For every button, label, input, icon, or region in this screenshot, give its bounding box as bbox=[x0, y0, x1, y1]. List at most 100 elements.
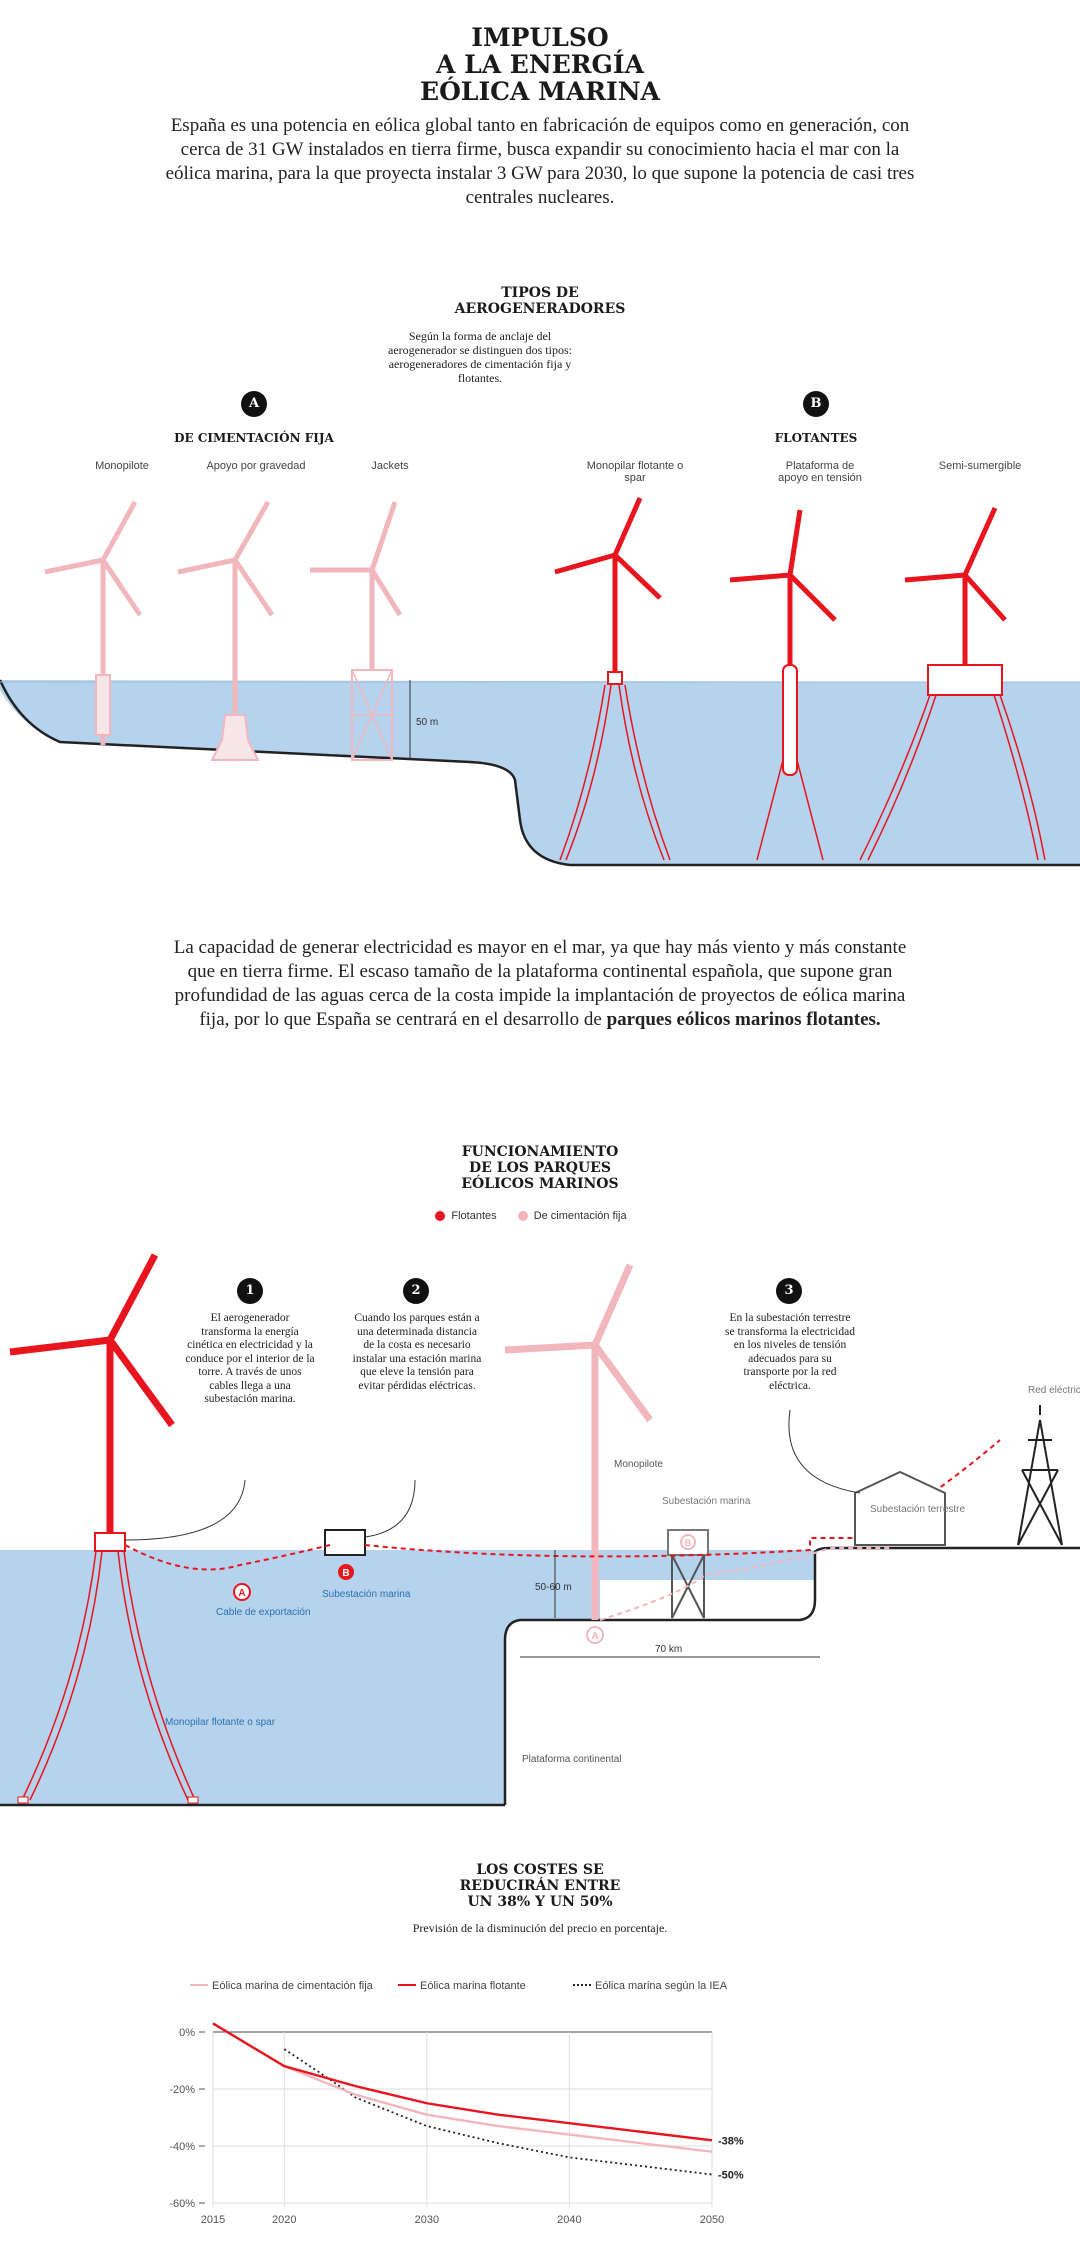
title-line: DE LOS PARQUES bbox=[469, 1160, 611, 1176]
marine-substation-floating bbox=[324, 1529, 366, 1556]
title-line: LOS COSTES SE bbox=[476, 1862, 604, 1878]
blade bbox=[554, 552, 616, 575]
y-tick-label: -60% bbox=[169, 2198, 195, 2210]
blade bbox=[44, 557, 104, 575]
blade bbox=[591, 1263, 634, 1347]
legend-label-2: Eólica marina según la IEA bbox=[595, 1980, 728, 1992]
blade bbox=[106, 1253, 159, 1342]
blade bbox=[369, 568, 403, 617]
export-cable-floating bbox=[124, 1544, 331, 1571]
costs-title: LOS COSTES SE REDUCIRÁN ENTRE UN 38% Y U… bbox=[0, 1862, 1080, 1910]
blade bbox=[107, 1337, 175, 1428]
blade bbox=[787, 509, 803, 576]
mooring-lines bbox=[21, 1550, 196, 1801]
spar-float bbox=[607, 671, 623, 685]
callout-line-2 bbox=[364, 1479, 416, 1538]
badge-b: B bbox=[803, 391, 829, 417]
marker-b-fixed-text: B bbox=[685, 1538, 692, 1548]
cable-label-text: Cable de exportación bbox=[216, 1607, 311, 1618]
title-line: TIPOS DE bbox=[501, 285, 579, 301]
blade bbox=[612, 496, 643, 557]
group-a-label: DE CIMENTACIÓN FIJA bbox=[174, 431, 334, 445]
marker-b-floating bbox=[338, 1564, 354, 1580]
middle-text-bold: parques eólicos marinos flotantes. bbox=[606, 1009, 881, 1030]
legend-fixed-label: De cimentación fija bbox=[533, 1210, 627, 1222]
legend-label-1: Eólica marina flotante bbox=[420, 1980, 526, 1992]
floating-turbines bbox=[554, 496, 1007, 675]
step-3-badge: 3 bbox=[776, 1278, 802, 1304]
blade bbox=[592, 1342, 653, 1423]
blade bbox=[613, 553, 662, 600]
callout-line-3 bbox=[788, 1409, 861, 1494]
coastline bbox=[503, 1546, 1080, 1805]
legend-floating: Flotantes bbox=[435, 1210, 497, 1222]
title-line: IMPULSO bbox=[471, 23, 609, 52]
marker-a-fixed-text: A bbox=[591, 1631, 598, 1642]
anchor bbox=[187, 1796, 199, 1804]
intro-text: España es una potencia en eólica global … bbox=[165, 115, 915, 208]
blade bbox=[962, 506, 998, 577]
transmission-cable bbox=[364, 1439, 1001, 1558]
x-tick-label: 2040 bbox=[557, 2214, 581, 2226]
turbine-types-diagram: 50 m bbox=[0, 496, 1080, 867]
cost-chart: Eólica marina de cimentación fija Eólica … bbox=[169, 1980, 744, 2226]
anchor bbox=[17, 1796, 29, 1804]
deep-sea bbox=[0, 1550, 600, 1805]
type-label-monopilote: Monopilote bbox=[95, 460, 149, 472]
type-label-spar: Monopilar flotante o spar bbox=[586, 460, 684, 484]
callout-line-1 bbox=[124, 1479, 246, 1541]
costs-subtitle: Previsión de la disminución del precio e… bbox=[412, 1921, 668, 1935]
legend-floating-label: Flotantes bbox=[451, 1210, 497, 1222]
step-1-badge: 1 bbox=[237, 1278, 263, 1304]
blade bbox=[504, 1341, 596, 1354]
title-line: EÓLICA MARINA bbox=[420, 77, 660, 106]
substation-jacket bbox=[671, 1554, 705, 1619]
group-b-label: FLOTANTES bbox=[774, 431, 858, 445]
x-tick-label: 2030 bbox=[415, 2214, 439, 2226]
blade bbox=[9, 1336, 111, 1356]
series-line-1 bbox=[212, 2022, 713, 2142]
substation-marine-label-fixed: Subestación marina bbox=[662, 1496, 751, 1507]
shelf-label: Plataforma continental bbox=[522, 1754, 622, 1765]
marker-a-floating bbox=[233, 1583, 251, 1601]
end-label: -38% bbox=[718, 2135, 744, 2147]
blade bbox=[232, 558, 275, 617]
seabed-line bbox=[0, 679, 1080, 867]
end-label: -50% bbox=[718, 2170, 744, 2182]
y-tick-label: 0% bbox=[179, 2027, 195, 2039]
step-3-text: En la subestación terrestre se transform… bbox=[725, 1312, 855, 1392]
grid-label: Red eléctrica bbox=[1028, 1385, 1080, 1396]
step-2-badge: 2 bbox=[403, 1278, 429, 1304]
middle-text-regular: La capacidad de generar electricidad es … bbox=[173, 937, 907, 1030]
title-line: AEROGENERADORES bbox=[454, 301, 626, 317]
marker-a-fixed bbox=[586, 1626, 604, 1644]
marker-b-text: B bbox=[342, 1568, 349, 1579]
mooring-lines bbox=[559, 684, 1046, 861]
tlp-float bbox=[782, 664, 798, 776]
x-tick-label: 2015 bbox=[201, 2214, 225, 2226]
types-description: Según la forma de anclaje del aerogenera… bbox=[388, 329, 572, 385]
series-line-0 bbox=[212, 2022, 713, 2153]
distance-label: 70 km bbox=[655, 1644, 682, 1655]
cable-label: Cable de exportación bbox=[216, 1607, 311, 1618]
badge-a: A bbox=[241, 391, 267, 417]
depth-label: 50-60 m bbox=[535, 1582, 572, 1593]
type-label-jackets: Jackets bbox=[371, 460, 409, 472]
middle-text: La capacidad de generar electricidad es … bbox=[170, 936, 910, 1032]
operation-diagram: A B A B C C Cable de exportación Subesta… bbox=[0, 1253, 1080, 1807]
export-cable-fixed bbox=[599, 1547, 890, 1621]
blade bbox=[729, 572, 791, 583]
marker-b-fixed bbox=[680, 1534, 696, 1550]
step-2-text: Cuando los parques están a una determina… bbox=[352, 1312, 482, 1392]
legend-label-0: Eólica marina de cimentación fija bbox=[212, 1980, 374, 1992]
blade bbox=[369, 501, 398, 571]
monopilar-label: Monopilar flotante o spar bbox=[165, 1717, 276, 1728]
y-tick-label: -20% bbox=[169, 2084, 195, 2096]
blade bbox=[100, 558, 143, 617]
monopile-base bbox=[95, 674, 111, 736]
type-label-tension: Plataforma de apoyo en tensión bbox=[778, 460, 862, 484]
title-line: REDUCIRÁN ENTRE bbox=[459, 1878, 621, 1894]
legend-fixed: De cimentación fija bbox=[517, 1210, 627, 1222]
title-line: UN 38% Y UN 50% bbox=[467, 1894, 613, 1910]
blade bbox=[177, 557, 236, 575]
